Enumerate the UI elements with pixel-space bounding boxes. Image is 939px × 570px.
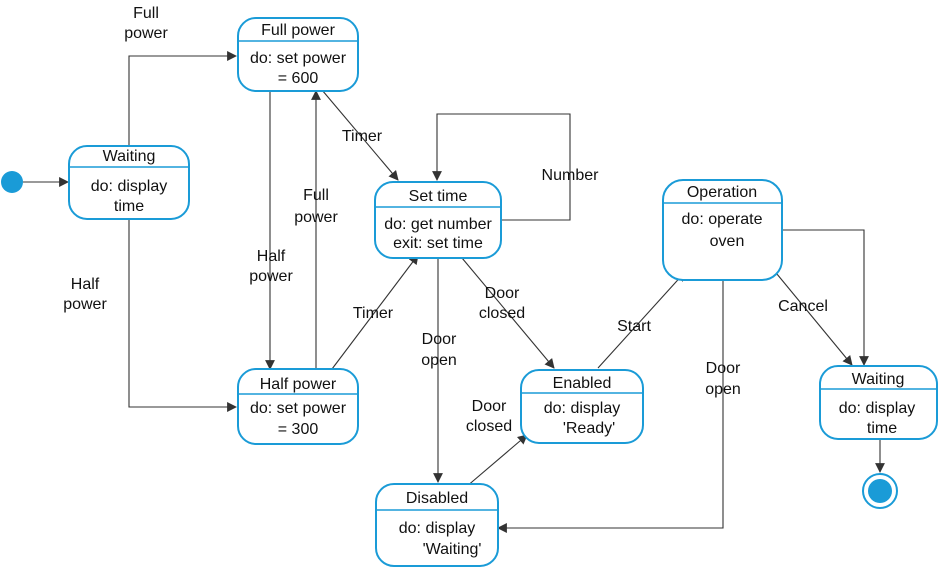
- state-activity: time: [867, 420, 897, 437]
- state-title: Half power: [260, 376, 337, 393]
- edge-set-door-closed: [461, 257, 555, 369]
- label-waiting-half-power: Half: [71, 276, 100, 293]
- label-number: Number: [542, 167, 600, 184]
- label-set-door-open: Door: [422, 331, 457, 348]
- state-title: Set time: [409, 188, 468, 205]
- state-title: Operation: [687, 184, 757, 201]
- label-disabled-door-closed: Door: [472, 398, 507, 415]
- state-activity: 'Ready': [563, 420, 615, 437]
- label-half-timer: Timer: [353, 305, 394, 322]
- state-title: Full power: [261, 22, 335, 39]
- label-waiting-full-power: Full: [133, 5, 159, 22]
- label-cancel: Cancel: [778, 298, 828, 315]
- state-half-power: Half power do: set power = 300: [237, 368, 359, 445]
- state-title: Enabled: [553, 375, 612, 392]
- state-activity: do: display: [399, 520, 476, 537]
- state-activity: do: operate: [682, 211, 763, 228]
- edge-disabled-door-closed: [465, 434, 528, 488]
- state-waiting-end: Waiting do: display time: [819, 365, 938, 440]
- edge-operation-door-open: [497, 280, 724, 533]
- label-waiting-full-power: power: [124, 25, 168, 42]
- state-full-power: Full power do: set power = 600: [237, 17, 359, 92]
- transition-labels: Full power Half power Half power Full po…: [63, 5, 828, 435]
- edge-full-timer: [321, 89, 399, 181]
- state-title: Waiting: [103, 148, 156, 165]
- initial-node: [1, 171, 23, 193]
- state-activity: do: set power: [250, 50, 347, 67]
- label-start: Start: [617, 318, 651, 335]
- state-set-time: Set time do: get number exit: set time: [374, 181, 502, 259]
- edge-waiting-full-power: [128, 51, 237, 146]
- state-activity: do: set power: [250, 400, 347, 417]
- state-activity: do: display: [839, 400, 916, 417]
- state-title: Waiting: [852, 371, 905, 388]
- state-activity: do: display: [91, 178, 168, 195]
- state-enabled: Enabled do: display 'Ready': [520, 369, 644, 444]
- label-set-door-open: open: [421, 352, 457, 369]
- state-waiting-start: Waiting do: display time: [68, 145, 190, 220]
- edge-cancel: [771, 267, 853, 366]
- state-activity: = 600: [278, 70, 319, 87]
- final-node: [862, 473, 898, 509]
- edge-start: [597, 271, 686, 369]
- state-activity: exit: set time: [393, 235, 483, 252]
- state-activity: oven: [710, 233, 745, 250]
- label-set-door-closed: closed: [479, 305, 525, 322]
- edge-half-timer: [331, 254, 419, 370]
- label-half-to-full: power: [294, 209, 338, 226]
- state-title: Disabled: [406, 490, 468, 507]
- edge-number-loop: [432, 113, 571, 221]
- state-activity: do: get number: [384, 216, 492, 233]
- label-set-door-closed: Door: [485, 285, 520, 302]
- state-activity: = 300: [278, 421, 319, 438]
- state-activity: 'Waiting': [423, 541, 482, 558]
- label-full-timer: Timer: [342, 128, 383, 145]
- state-activity: do: display: [544, 400, 621, 417]
- label-operation-door-open: Door: [706, 360, 741, 377]
- state-activity: time: [114, 198, 144, 215]
- label-full-to-half: power: [249, 268, 293, 285]
- state-operation: Operation do: operate oven: [662, 179, 783, 281]
- label-waiting-half-power: power: [63, 296, 107, 313]
- label-disabled-door-closed: closed: [466, 418, 512, 435]
- label-operation-door-open: open: [705, 381, 741, 398]
- state-disabled: Disabled do: display 'Waiting': [375, 483, 499, 567]
- edge-operation-complete: [782, 229, 869, 366]
- transitions: [23, 51, 885, 533]
- label-half-to-full: Full: [303, 187, 329, 204]
- label-full-to-half: Half: [257, 248, 286, 265]
- edge-waiting-half-power: [128, 219, 237, 412]
